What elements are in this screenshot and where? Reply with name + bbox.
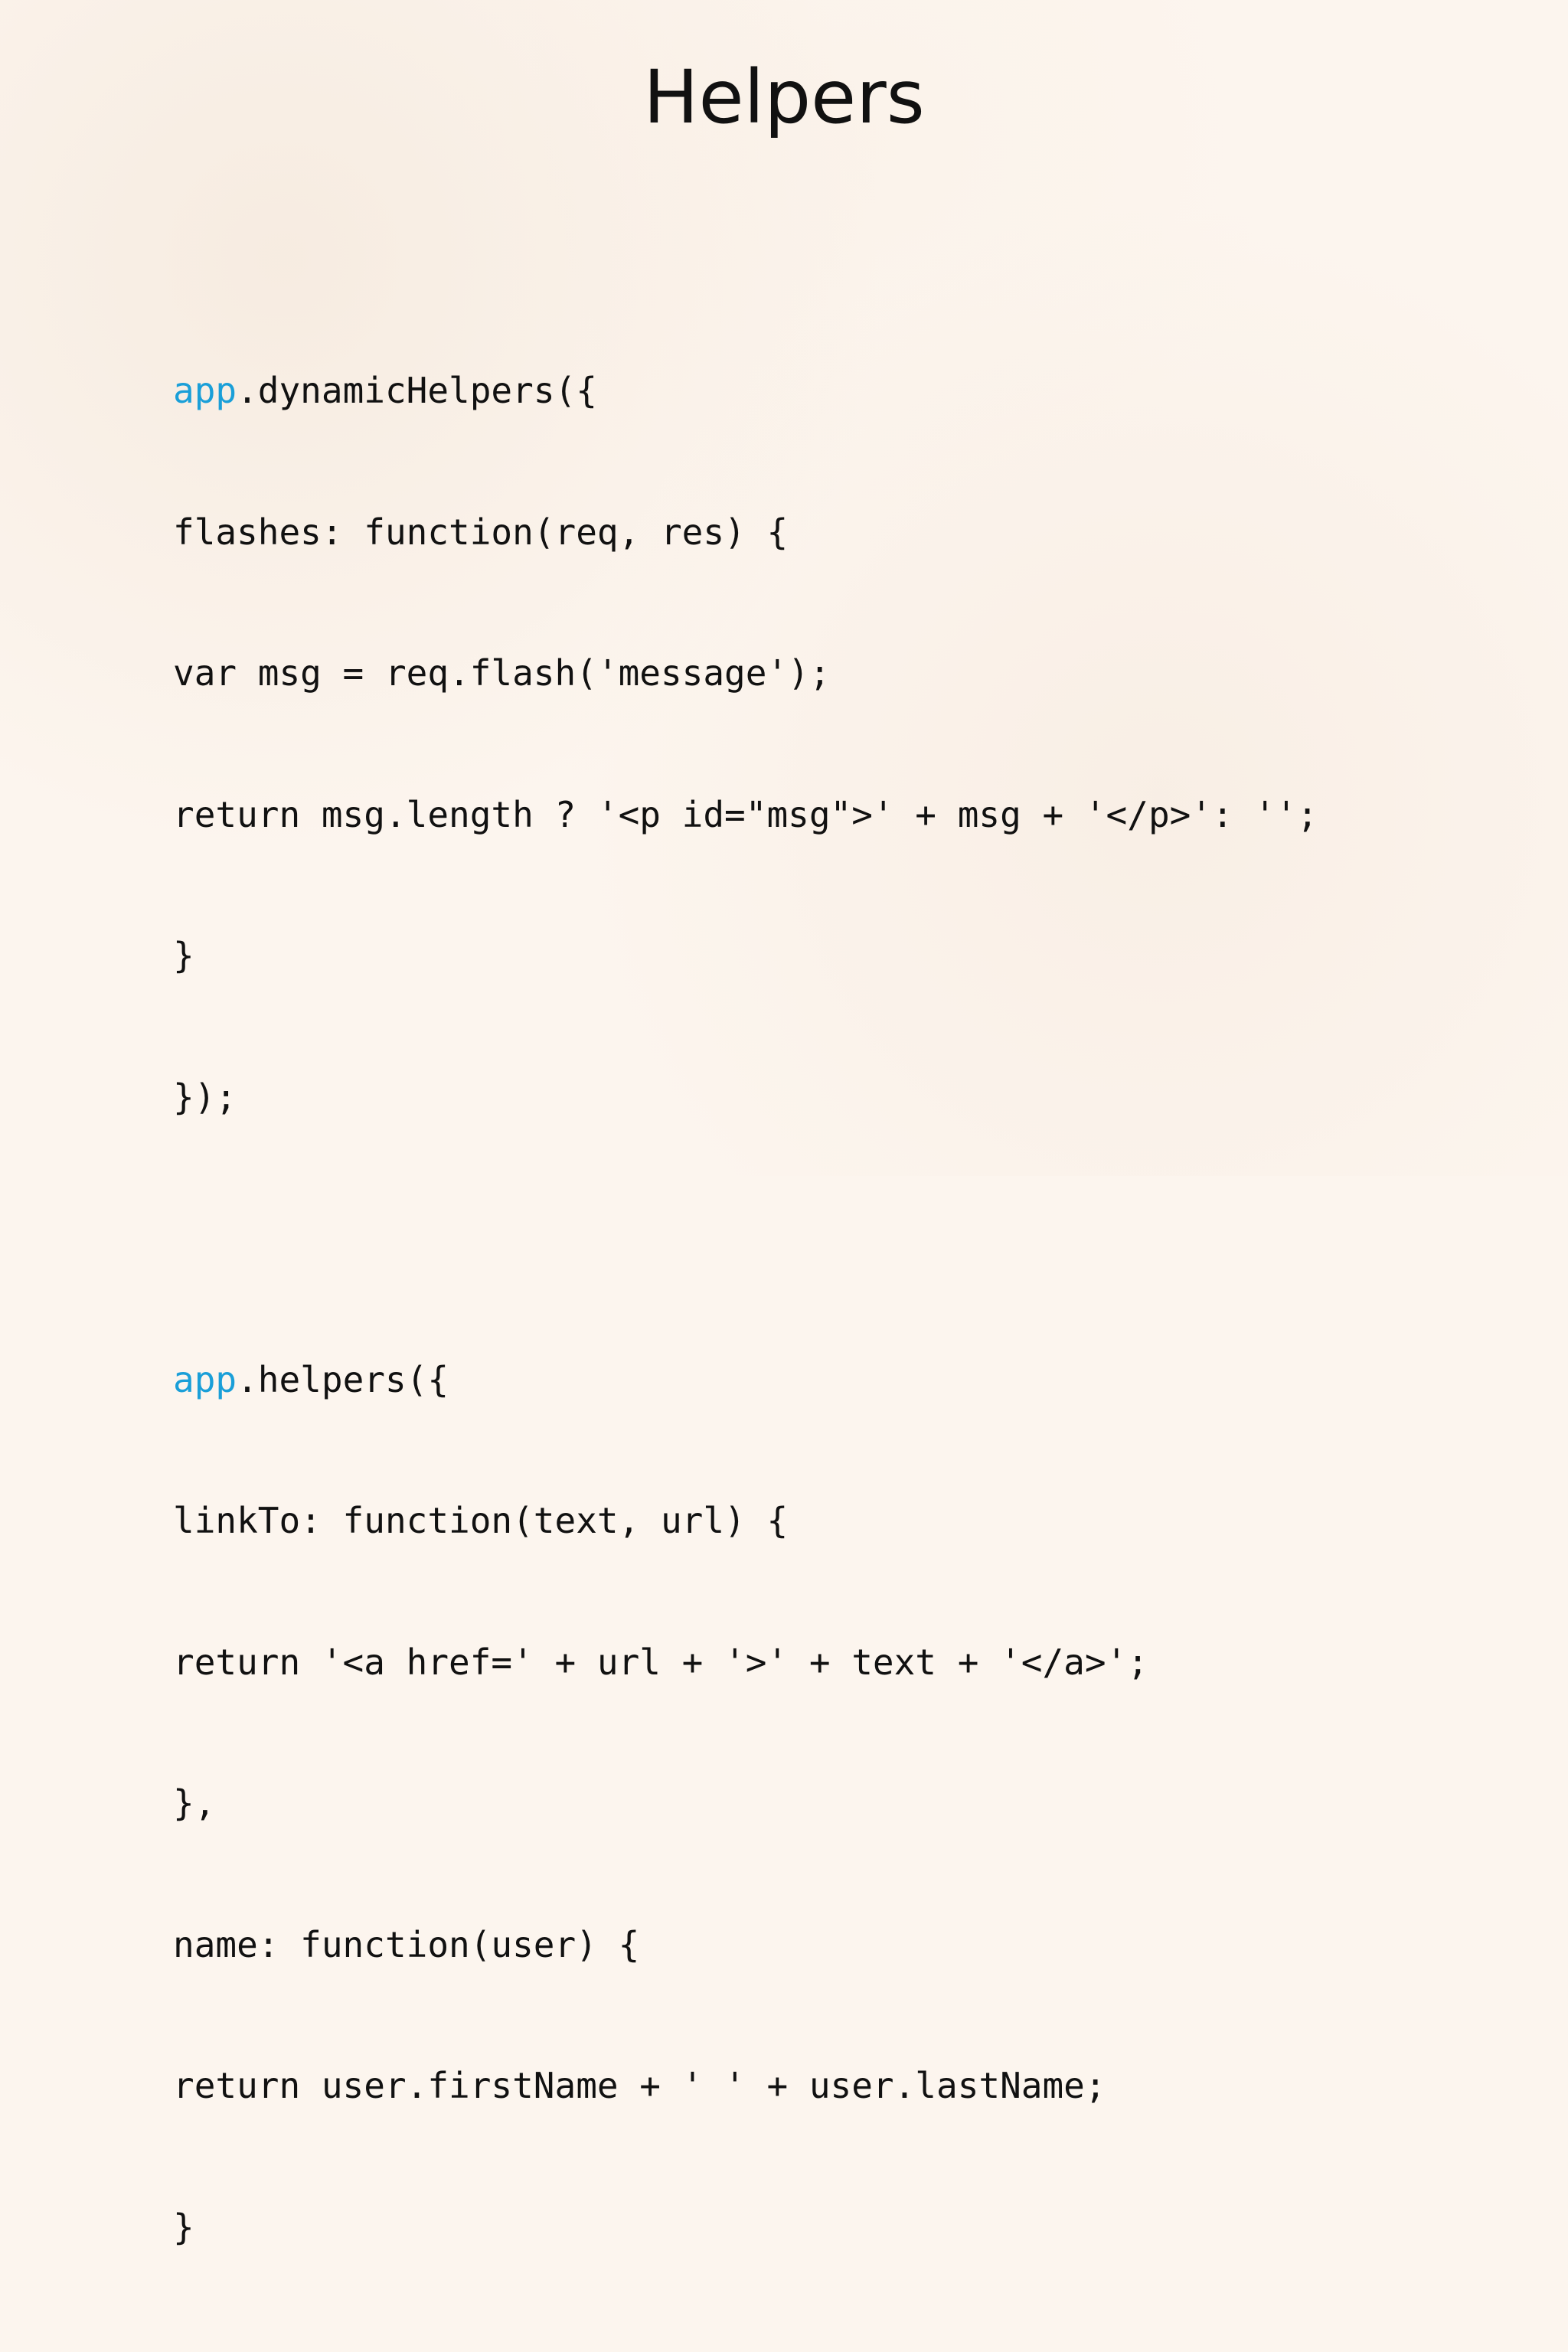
app-keyword: app (173, 1358, 237, 1400)
code-text: name: function(user) { (173, 1923, 640, 1965)
code-line-6: }); (173, 1074, 1318, 1122)
code-line-1: app.dynamicHelpers({ (173, 368, 1318, 415)
slide-background (0, 0, 1568, 1176)
code-line-13: return user.firstName + ' ' + user.lastN… (173, 2063, 1318, 2110)
code-line-2: flashes: function(req, res) { (173, 509, 1318, 557)
code-line-4: return msg.length ? '<p id="msg">' + msg… (173, 792, 1318, 839)
code-line-5: } (173, 933, 1318, 980)
code-text: return '<a href=' + url + '>' + text + '… (173, 1641, 1148, 1683)
code-text: return msg.length ? '<p id="msg">' + msg… (173, 793, 1318, 835)
code-line-8: app.helpers({ (173, 1357, 1318, 1404)
code-text: } (173, 935, 194, 976)
code-text: linkTo: function(text, url) { (173, 1500, 789, 1541)
code-text: }, (173, 1782, 216, 1824)
code-text: .dynamicHelpers({ (237, 370, 597, 411)
code-text: var msg = req.flash('message'); (173, 652, 831, 694)
code-line-14: } (173, 2204, 1318, 2252)
code-text: .helpers({ (237, 1358, 449, 1400)
code-line-3: var msg = req.flash('message'); (173, 650, 1318, 697)
code-text: return user.firstName + ' ' + user.lastN… (173, 2065, 1106, 2106)
code-line-11: }, (173, 1780, 1318, 1828)
code-text: flashes: function(req, res) { (173, 511, 789, 553)
code-text: }); (173, 1076, 237, 1118)
code-block: app.dynamicHelpers({ flashes: function(r… (173, 273, 1318, 2352)
code-text: }); (173, 2347, 237, 2352)
code-line-15: }); (173, 2345, 1318, 2352)
code-line-9: linkTo: function(text, url) { (173, 1498, 1318, 1545)
code-line-10: return '<a href=' + url + '>' + text + '… (173, 1639, 1318, 1687)
slide-title: Helpers (643, 54, 925, 140)
code-line-blank (173, 1215, 1318, 1263)
code-line-12: name: function(user) { (173, 1922, 1318, 1969)
code-text: } (173, 2206, 194, 2248)
app-keyword: app (173, 370, 237, 411)
